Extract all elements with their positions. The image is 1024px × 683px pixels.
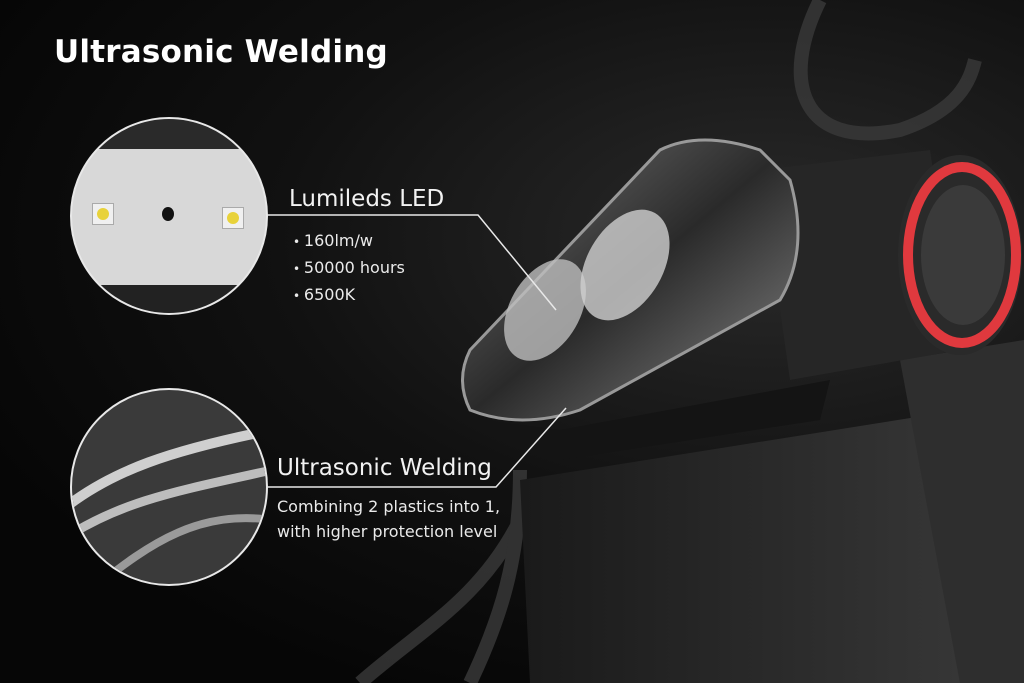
lens-right: [580, 209, 670, 321]
spec-color-temp: 6500K: [293, 282, 405, 309]
panel-bottom-edge: [72, 285, 266, 313]
red-ring: [903, 162, 1021, 348]
page-title: Ultrasonic Welding: [54, 34, 388, 70]
welding-heading: Ultrasonic Welding: [277, 455, 492, 481]
housing-box: [520, 400, 1024, 683]
lamp-base: [480, 380, 830, 460]
panel-top-edge: [72, 119, 266, 149]
welding-description: Combining 2 plastics into 1, with higher…: [277, 497, 501, 541]
end-cap-face: [921, 185, 1005, 325]
screw-hole: [162, 207, 174, 221]
led-heading: Lumileds LED: [289, 186, 445, 212]
led-specs-list: 160lm/w 50000 hours 6500K: [293, 228, 405, 309]
lens-left: [504, 259, 586, 361]
led-chip-icon: [92, 203, 114, 225]
led-callout-line: [265, 214, 557, 311]
dna-strands: [72, 426, 266, 584]
spec-efficacy: 160lm/w: [293, 228, 405, 255]
spec-lifetime: 50000 hours: [293, 255, 405, 282]
housing-side: [900, 340, 1024, 683]
welding-callout-line: [266, 407, 567, 488]
dna-closeup-image: [70, 388, 268, 586]
led-chip-icon: [222, 207, 244, 229]
led-closeup-image: [70, 117, 268, 315]
